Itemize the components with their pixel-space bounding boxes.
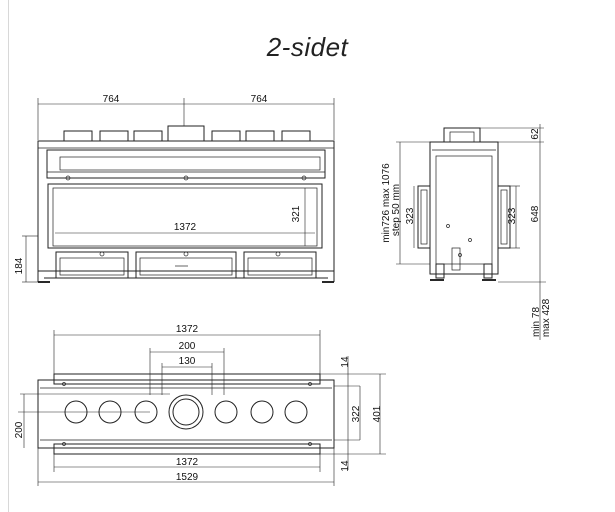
top-view: 1372 200 130	[14, 324, 386, 486]
dim-base-height: 184	[14, 257, 25, 274]
dim-window-height: 321	[291, 205, 302, 222]
dim-window-top: 1372	[176, 324, 199, 335]
dim-outer-depth: 401	[372, 405, 383, 422]
dim-adjust-step: step 50 mm	[391, 184, 402, 236]
dim-glass-offset-top: 14	[340, 356, 351, 368]
dim-inner-left: 323	[405, 207, 416, 224]
dim-left-200: 200	[14, 421, 25, 438]
dim-window-bottom: 1372	[176, 457, 199, 468]
dim-inner-depth: 322	[351, 405, 362, 422]
dim-top-right: 764	[251, 94, 268, 105]
dim-top-offset: 62	[530, 128, 541, 140]
page-edge	[8, 0, 9, 512]
drawing-title: 2-sidet	[266, 32, 349, 62]
dim-height: 648	[530, 205, 541, 222]
dim-outlet-outer: 200	[179, 341, 196, 352]
side-view: min726 max 1076 step 50 mm 323 323 62 64…	[381, 124, 552, 340]
dim-window-width: 1372	[174, 222, 197, 233]
front-view: 764 764 1372	[14, 94, 335, 283]
dim-top-left: 764	[103, 94, 120, 105]
dim-leg-max: max 428	[541, 298, 552, 337]
dim-outlet-inner: 130	[179, 356, 196, 367]
dim-adjust-range: min726 max 1076	[381, 163, 392, 243]
dim-leg-min: min 78	[531, 307, 542, 337]
dim-inner-right: 323	[507, 207, 518, 224]
dim-total-width: 1529	[176, 472, 199, 483]
dim-glass-offset-bottom: 14	[340, 460, 351, 472]
